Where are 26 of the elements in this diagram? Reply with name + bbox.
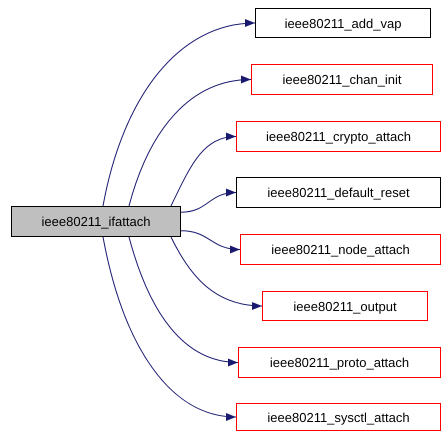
function-name: ieee80211_output (293, 298, 397, 314)
function-name: ieee80211_proto_attach (270, 355, 410, 370)
call-arrow (170, 133, 236, 206)
function-name: ieee80211_chan_init (282, 72, 402, 87)
function-box (255, 8, 431, 38)
function-box (236, 121, 441, 152)
function-box (236, 403, 441, 431)
function-box (251, 64, 433, 95)
call-arrow (180, 230, 240, 253)
call-arrow (170, 236, 262, 310)
function-box (262, 291, 428, 321)
call-arrow (102, 236, 236, 420)
function-name: ieee80211_default_reset (267, 185, 410, 200)
call-arrow (180, 189, 236, 213)
call-arrow (128, 76, 252, 206)
function-box (236, 177, 441, 208)
function-box (11, 206, 181, 237)
call-arrow (128, 236, 238, 366)
function-name: ieee80211_add_vap (284, 16, 402, 30)
function-name: ieee80211_node_attach (271, 242, 410, 257)
function-box (240, 234, 441, 265)
function-name: ieee80211_ifattach (42, 214, 150, 229)
function-name: ieee80211_crypto_attach (266, 129, 412, 144)
function-box (238, 347, 441, 378)
function-name: ieee80211_sysctl_attach (267, 410, 410, 424)
call-arrow (102, 20, 256, 206)
